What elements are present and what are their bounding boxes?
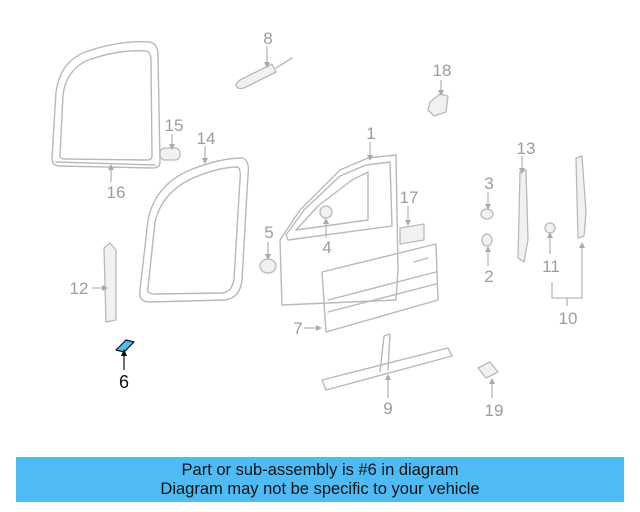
callout-6: 6 [119, 372, 129, 392]
callout-18: 18 [433, 61, 452, 80]
callout-12: 12 [70, 279, 89, 298]
leader-lines [92, 46, 585, 398]
banner-line-1: Part or sub-assembly is #6 in diagram [181, 461, 459, 479]
part-18-bracket [427, 93, 449, 117]
callout-7: 7 [293, 319, 302, 338]
part-11-clip [544, 222, 556, 234]
callout-15: 15 [165, 116, 184, 135]
callout-2: 2 [484, 267, 493, 286]
part-8-tube [235, 57, 293, 90]
callout-14: 14 [197, 129, 216, 148]
part-9-sill-molding [321, 333, 453, 391]
part-14-door-seal [139, 157, 250, 303]
callout-1: 1 [366, 124, 375, 143]
part-2-grommet [481, 233, 493, 247]
callout-13: 13 [517, 139, 536, 158]
part-3-grommet [480, 208, 494, 220]
part-16-weatherstrip [51, 41, 161, 169]
callout-19: 19 [485, 401, 504, 420]
callout-9: 9 [383, 399, 392, 418]
part-10-trim [575, 155, 587, 239]
part-7-outer-panel [321, 243, 439, 333]
callout-16: 16 [107, 183, 126, 202]
part-6-highlighted [115, 339, 135, 353]
info-banner: Part or sub-assembly is #6 in diagram Di… [16, 457, 624, 502]
callout-17: 17 [400, 188, 419, 207]
part-1-door-shell [279, 154, 399, 306]
part-5-plug [259, 258, 277, 274]
callout-8: 8 [263, 29, 272, 48]
part-12-pillar-molding [103, 242, 117, 323]
callout-5: 5 [264, 223, 273, 242]
banner-line-2: Diagram may not be specific to your vehi… [160, 480, 480, 498]
leader-6-highlight [121, 349, 127, 370]
callout-3: 3 [484, 174, 493, 193]
callout-10: 10 [559, 309, 578, 328]
part-13-trim [517, 169, 529, 263]
part-17-pad [399, 223, 425, 245]
callout-4: 4 [322, 238, 331, 257]
parts-diagram: 8 18 15 14 1 13 3 16 17 5 4 11 2 12 10 7… [51, 29, 587, 420]
part-15-clip [159, 147, 181, 161]
part-19-clip [477, 361, 499, 379]
callout-11: 11 [542, 257, 560, 276]
